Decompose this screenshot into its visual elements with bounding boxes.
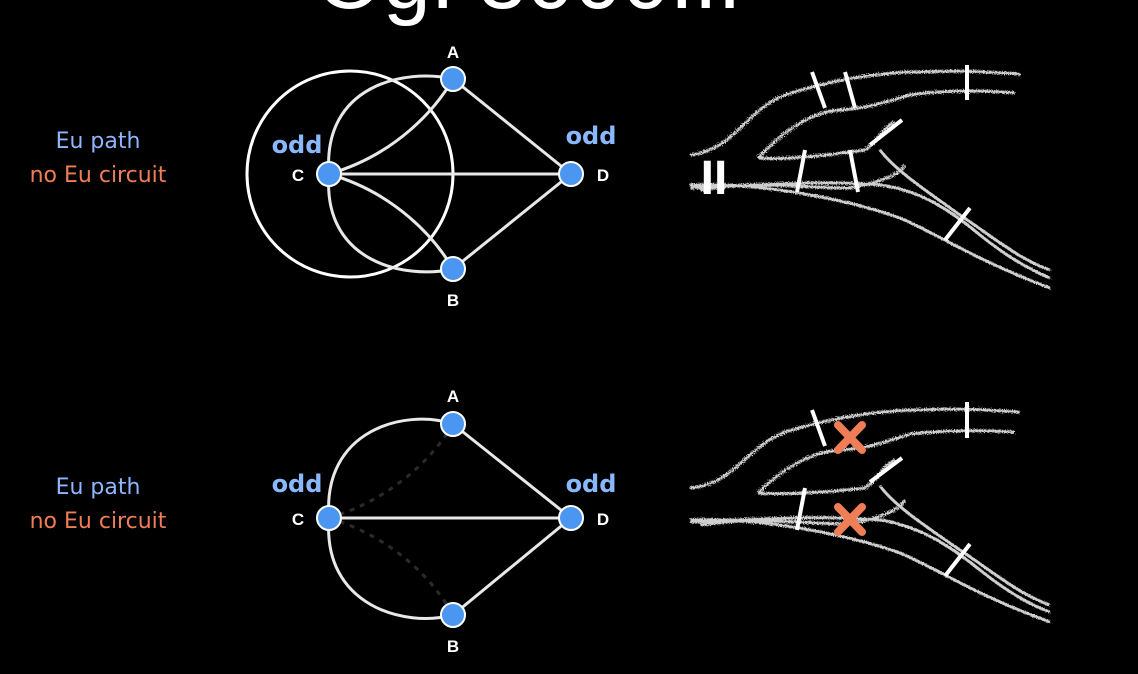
node-d <box>558 161 584 187</box>
river-bank-lower-outer <box>689 183 1051 290</box>
removed-bridge-cross-2 <box>834 503 866 536</box>
node-b <box>440 602 466 628</box>
node-label-c: C <box>292 166 304 185</box>
river-sketch-top <box>689 69 1051 290</box>
nodes-bottom <box>316 411 584 628</box>
node-label-a: A <box>447 387 459 406</box>
graph-top <box>245 69 572 279</box>
slide-title: Og. 3000... <box>316 0 742 27</box>
river-bank-lower-outer <box>689 518 1051 624</box>
node-label-d: D <box>597 510 609 529</box>
edge-c-a-inner <box>328 78 455 176</box>
river-bank-lower-inner <box>689 181 1051 280</box>
river-fork-arm <box>878 485 1051 607</box>
edge-c-a-removed <box>328 423 455 520</box>
edge-b-d <box>452 172 572 271</box>
node-a <box>440 66 466 92</box>
bridge-3 <box>795 149 807 193</box>
edge-c-b-removed <box>328 516 455 616</box>
eu-path-label: Eu path <box>56 475 141 500</box>
node-label-c: C <box>292 510 304 529</box>
node-b <box>440 256 466 282</box>
x-icon <box>834 503 866 536</box>
edge-c-b-inner <box>328 172 455 270</box>
edge-c-a-outer <box>327 74 454 175</box>
island-upper <box>757 458 896 496</box>
bridge-5 <box>868 118 904 147</box>
node-label-a: A <box>447 43 459 62</box>
node-d <box>558 505 584 531</box>
no-eu-circuit-label: no Eu circuit <box>30 163 167 188</box>
node-label-b: B <box>447 637 459 656</box>
eu-path-label: Eu path <box>56 129 141 154</box>
bridges-bottom <box>795 402 972 578</box>
panel-top: Eu path no Eu circuit A B C D odd odd <box>30 43 1051 310</box>
river-bank-upper-inner <box>756 89 1016 160</box>
river-bank-upper-outer <box>689 69 1021 157</box>
tally-mark: II <box>701 152 728 205</box>
river-sketch-bottom <box>689 407 1051 624</box>
edge-c-a-outer <box>327 417 454 519</box>
graph-bottom <box>327 417 572 620</box>
bridge-7 <box>943 206 972 242</box>
removed-bridge-cross-1 <box>834 421 866 454</box>
edge-a-d <box>452 77 572 176</box>
bridge-1 <box>810 409 827 447</box>
bridge-5 <box>868 456 904 484</box>
odd-label-d: odd <box>566 470 617 498</box>
bridges-top <box>795 65 972 242</box>
river-fork-arm <box>878 149 1051 272</box>
node-label-d: D <box>597 166 609 185</box>
x-icon <box>834 421 866 454</box>
edge-c-b-outer <box>327 517 454 620</box>
bridge-2 <box>843 71 857 109</box>
river-bank-upper-inner <box>756 429 1016 495</box>
odd-label-c: odd <box>272 131 323 159</box>
node-c <box>316 505 342 531</box>
edge-a-d <box>452 422 572 520</box>
bridge-7 <box>943 542 972 578</box>
node-a <box>440 411 466 437</box>
bridge-3 <box>795 487 807 531</box>
odd-label-d: odd <box>566 122 617 150</box>
node-label-b: B <box>447 291 459 310</box>
panel-bottom: Eu path no Eu circuit A B C D odd odd <box>30 387 1051 656</box>
bridge-1 <box>810 71 827 109</box>
edge-b-d <box>452 516 572 617</box>
river-bank-lower-inner <box>689 516 1051 614</box>
island-upper <box>757 120 896 160</box>
nodes-top <box>316 66 584 282</box>
no-eu-circuit-label: no Eu circuit <box>30 509 167 534</box>
bridge-4 <box>848 149 860 193</box>
edge-c-b-outer <box>327 173 454 274</box>
odd-label-c: odd <box>272 470 323 498</box>
node-c <box>316 161 342 187</box>
river-bank-upper-outer <box>689 407 1021 490</box>
